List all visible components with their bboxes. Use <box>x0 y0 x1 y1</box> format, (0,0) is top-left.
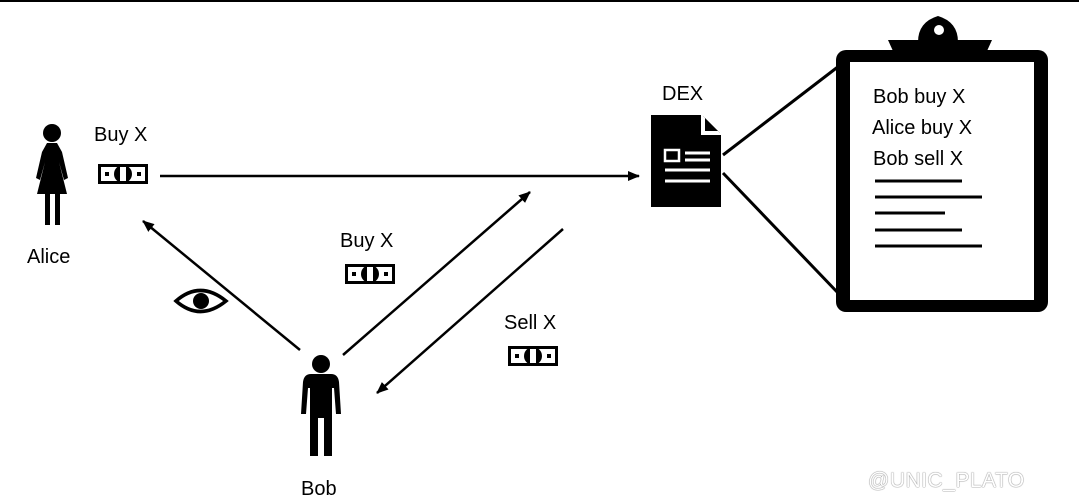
bob-buy-label: Buy X <box>340 230 394 252</box>
bob-sell-banknote-icon <box>508 346 558 366</box>
bob-name-label: Bob <box>301 478 337 500</box>
alice-name-label: Alice <box>27 246 71 268</box>
alice-banknote-icon <box>98 164 148 184</box>
dex-document-icon <box>651 115 721 207</box>
clipboard-entry: Alice buy X <box>872 117 973 139</box>
bob-to-dex-buy-arrow <box>342 191 531 356</box>
connector-top <box>722 64 840 157</box>
eye-icon <box>173 288 229 314</box>
bob-buy-banknote-icon <box>345 264 395 284</box>
clipboard-icon <box>836 16 1048 312</box>
clipboard-entry: Bob buy X <box>873 86 966 108</box>
alice-order-label: Buy X <box>94 124 148 146</box>
watermark: @UNIC_PLATO <box>868 469 1025 492</box>
connector-bottom <box>721 171 841 296</box>
bob-person-icon <box>301 355 341 456</box>
bob-watch-alice-arrow <box>142 220 301 351</box>
alice-person-icon <box>36 124 68 225</box>
dex-label: DEX <box>662 83 704 105</box>
bob-sell-label: Sell X <box>504 312 557 334</box>
clipboard-entry: Bob sell X <box>873 148 964 170</box>
dex-to-bob-sell-arrow <box>376 228 564 394</box>
